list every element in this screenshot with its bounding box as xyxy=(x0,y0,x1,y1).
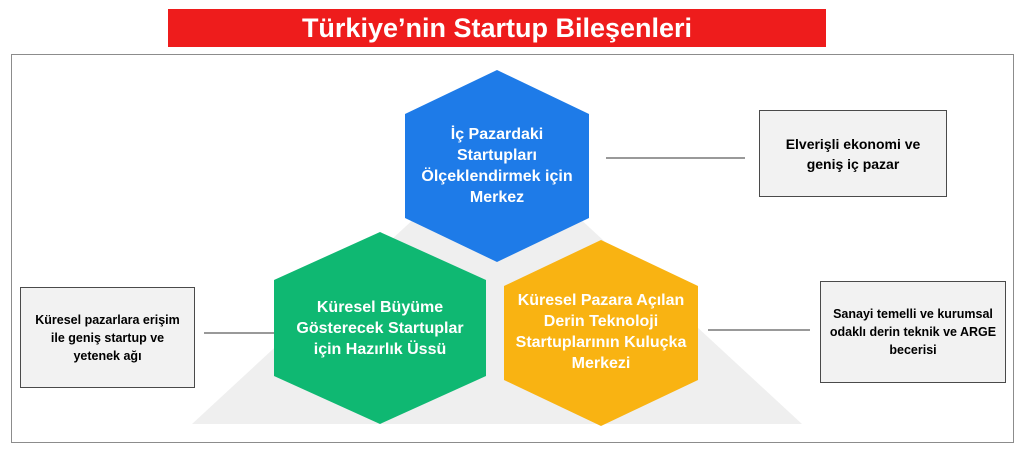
page-title: Türkiye’nin Startup Bileşenleri xyxy=(168,9,826,47)
hexagon-right xyxy=(504,240,698,426)
diagram-frame xyxy=(11,54,1014,443)
hexagon-top-label: İç Pazardaki Startupları Ölçeklendirmek … xyxy=(421,126,573,206)
box-top-right: Elverişli ekonomi ve geniş iç pazar xyxy=(759,110,947,197)
hexagon-right-label: Küresel Pazara Açılan Derin Teknoloji St… xyxy=(515,292,687,372)
hexagon-top xyxy=(405,70,589,262)
box-left: Küresel pazarlara erişim ile geniş start… xyxy=(20,287,195,388)
hexagon-left xyxy=(274,232,486,424)
hexagon-left-label: Küresel Büyüme Gösterecek Startuplar içi… xyxy=(296,298,464,358)
box-right: Sanayi temelli ve kurumsal odaklı derin … xyxy=(820,281,1006,383)
